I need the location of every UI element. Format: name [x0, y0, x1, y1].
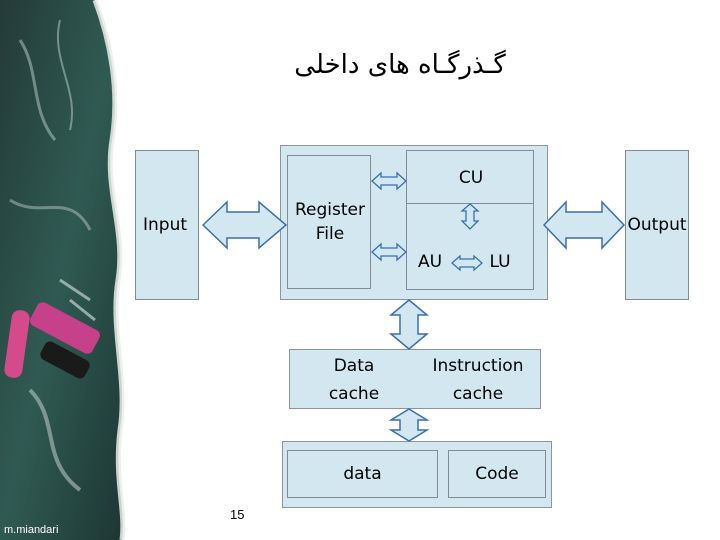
- cu-alu-arrow: [460, 203, 480, 230]
- data-cache-label: Data cache: [328, 356, 380, 404]
- code-memory-label: Code: [475, 464, 519, 484]
- slide-title: گـذرگـاه های داخلی: [294, 50, 506, 80]
- page-number: 15: [230, 507, 245, 522]
- register-cu-arrow: [371, 171, 407, 191]
- register-au-arrow: [371, 242, 407, 262]
- register-file-label: Register File: [295, 200, 365, 244]
- cu-box: [406, 150, 534, 204]
- author-name: m.miandari: [4, 524, 59, 536]
- lu-label: LU: [489, 252, 511, 272]
- input-box: [135, 150, 199, 300]
- input-label: Input: [142, 215, 188, 235]
- data-memory-label: data: [343, 464, 382, 484]
- instruction-cache-label: Instruction cache: [432, 356, 524, 404]
- cu-label: CU: [458, 168, 484, 188]
- au-lu-arrow: [451, 254, 483, 272]
- cache-memory-arrow: [388, 408, 430, 442]
- cache-frame: [289, 349, 541, 409]
- chalkboard-image: [0, 0, 126, 540]
- code-memory-box: [448, 450, 546, 498]
- cpu-output-arrow: [542, 200, 626, 250]
- au-label: AU: [417, 252, 443, 272]
- register-file-box: [287, 155, 371, 289]
- data-memory-box: [287, 450, 438, 498]
- cpu-cache-arrow: [388, 299, 430, 350]
- output-label: Output: [627, 215, 687, 235]
- input-register-arrow: [201, 200, 288, 250]
- output-box: [625, 150, 689, 300]
- chalkboard-decoration: [0, 0, 130, 540]
